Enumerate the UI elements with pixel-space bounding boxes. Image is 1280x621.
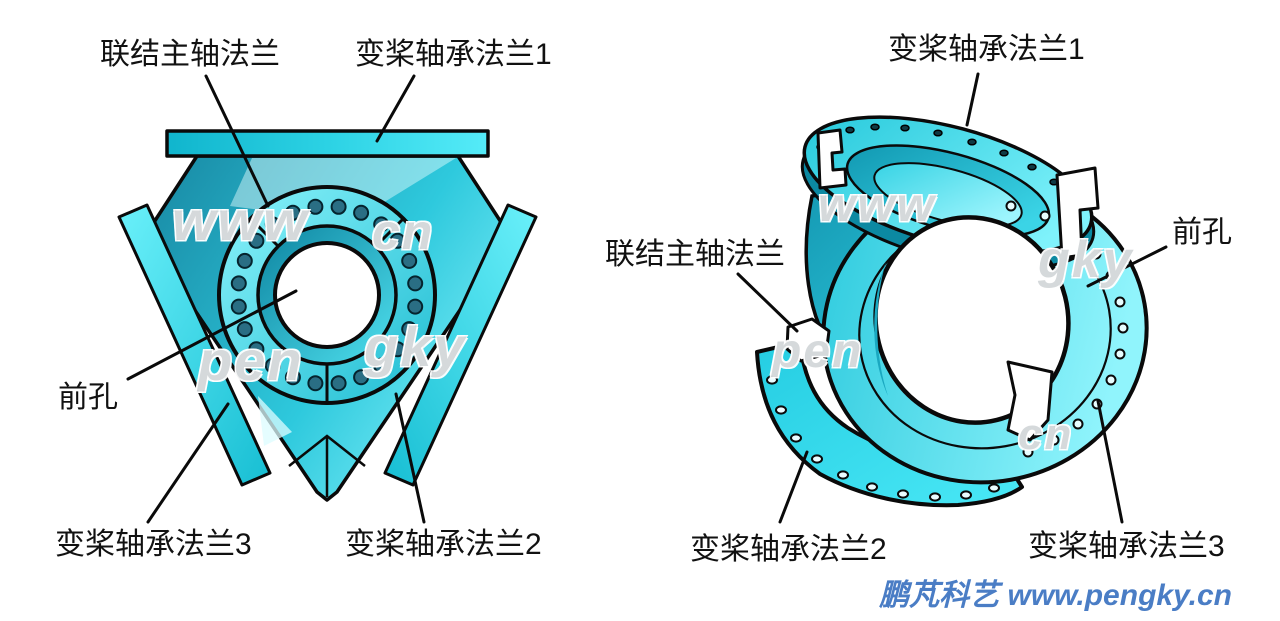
- pitch-flange-3-bolt-holes: [1005, 200, 1129, 458]
- hub-body-lower-highlight: [258, 396, 292, 446]
- leader-left-pitch-flange-1: [375, 74, 416, 143]
- leader-right-main-shaft-flange: [736, 272, 799, 333]
- tab-upper-left: [816, 128, 848, 190]
- label-left-pitch-flange-1: 变桨轴承法兰1: [355, 38, 552, 71]
- watermark-cn-right: cn: [1018, 410, 1074, 459]
- label-right-pitch-flange-3: 变桨轴承法兰3: [1028, 530, 1225, 563]
- watermark-www-right: www: [818, 179, 937, 232]
- label-right-main-shaft-flange: 联结主轴法兰: [605, 238, 785, 271]
- leader-right-front-hole: [1086, 245, 1168, 288]
- watermark-gky-left: gky: [364, 315, 467, 378]
- hub-perspective-view: [755, 115, 1149, 508]
- label-left-front-hole: 前孔: [58, 381, 118, 414]
- label-right-front-hole: 前孔: [1172, 216, 1232, 249]
- watermark-pen-left: pen: [198, 329, 304, 392]
- main-flange-bolt-holes: [230, 198, 424, 392]
- label-left-pitch-flange-3: 变桨轴承法兰3: [55, 528, 252, 561]
- tab-bottom-right: [1006, 360, 1054, 442]
- watermark-pen-right: pen: [772, 325, 864, 378]
- label-right-pitch-flange-2: 变桨轴承法兰2: [690, 533, 887, 566]
- front-hole-opening: [273, 241, 381, 349]
- ring-segment-seams: [249, 217, 405, 402]
- hub-front-view: [117, 129, 538, 502]
- leader-left-pitch-flange-2: [394, 392, 426, 524]
- leader-right-pitch-flange-3: [1096, 399, 1124, 524]
- leader-left-front-hole: [126, 289, 298, 381]
- leader-lines: [126, 72, 1168, 524]
- tab-right-slot: [1055, 166, 1100, 260]
- leader-right-pitch-flange-1: [965, 72, 980, 127]
- pitch-flange-2-bolt-holes: [766, 375, 1000, 502]
- site-watermark: 鹏芃科艺 www.pengky.cn: [879, 579, 1232, 612]
- label-left-pitch-flange-2: 变桨轴承法兰2: [345, 528, 542, 561]
- pitch-flange-2-arm: [383, 203, 538, 487]
- leader-left-main-shaft-flange: [204, 74, 270, 208]
- leader-right-pitch-flange-2: [778, 450, 809, 524]
- watermark-www-left: www: [172, 189, 309, 252]
- label-right-pitch-flange-1: 变桨轴承法兰1: [888, 33, 1085, 66]
- leader-left-pitch-flange-3: [146, 402, 230, 524]
- front-hole-inner-wall: [874, 262, 888, 396]
- watermark-gky-right: gky: [1038, 231, 1134, 289]
- label-left-main-shaft-flange: 联结主轴法兰: [100, 38, 280, 71]
- watermark-cn-left: cn: [372, 204, 435, 260]
- pitch-flange-1-bar: [165, 129, 490, 158]
